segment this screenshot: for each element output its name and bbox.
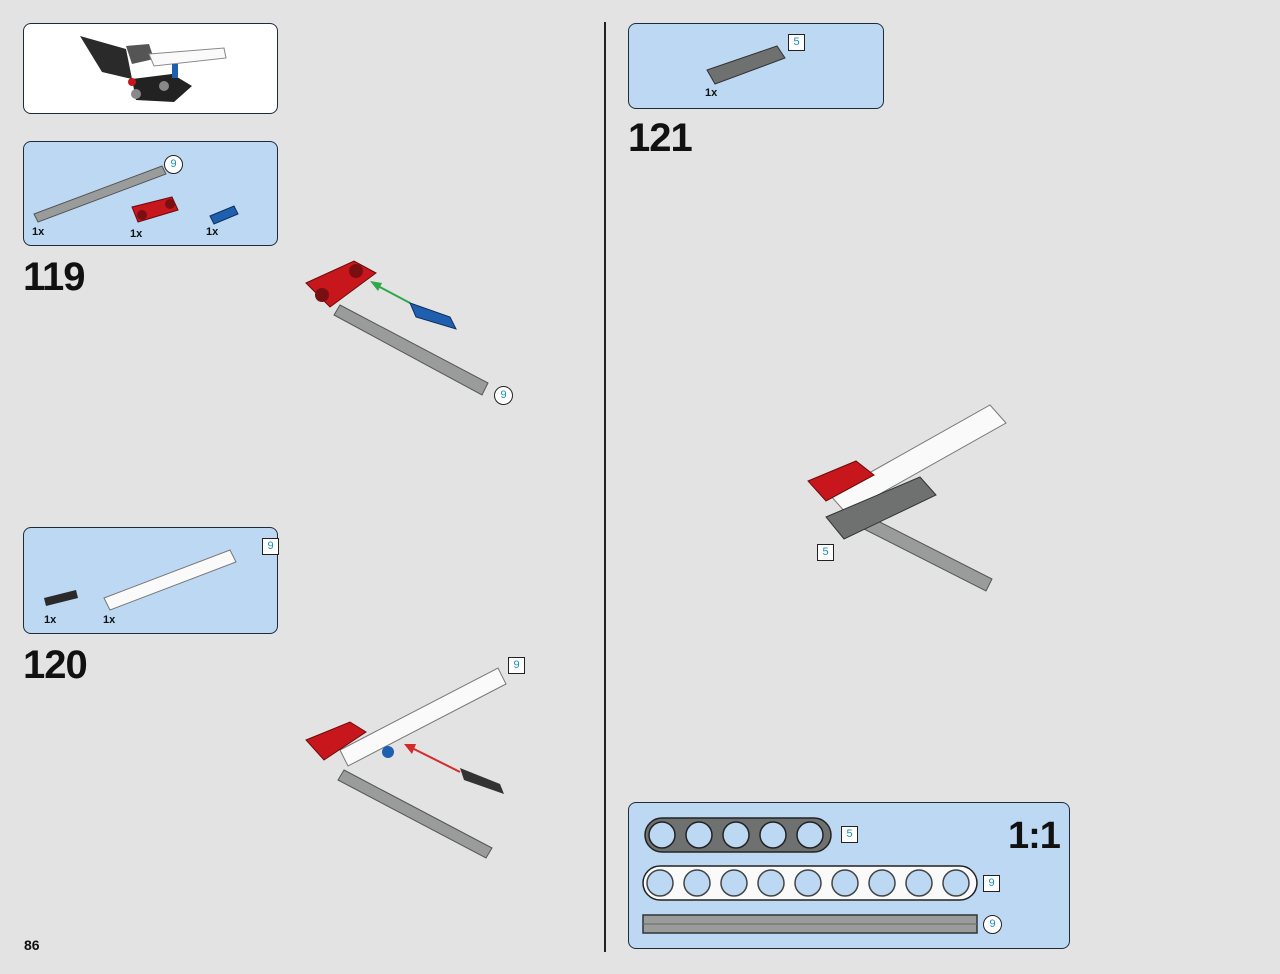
step-120-parts-box: 9 1x 1x — [23, 527, 279, 634]
grey-beam-icon — [706, 45, 786, 85]
step-121-number: 121 — [628, 116, 693, 160]
page-divider — [604, 22, 606, 952]
beam-5-length-label: 5 — [841, 826, 858, 843]
step-119-axle-callout: 9 — [494, 386, 513, 405]
step-121-build-illustration — [807, 404, 1007, 592]
step-121-parts-box: 5 1x — [628, 23, 884, 109]
step-119-number: 119 — [23, 255, 86, 299]
beam-9-scale-icon — [642, 865, 978, 901]
scale-guide-box: 5 9 9 — [628, 802, 1070, 949]
grey-axle-icon — [33, 165, 239, 225]
beam-5-scale-icon — [644, 817, 832, 853]
page-number: 86 — [24, 937, 40, 953]
beam-9-length-label: 9 — [983, 875, 1000, 892]
step-121-beam-callout: 5 — [817, 544, 834, 561]
step-120-build-illustration — [305, 667, 507, 859]
black-pin-quantity: 1x — [44, 614, 57, 626]
axle-quantity: 1x — [32, 226, 45, 238]
step-119-parts-box: 9 1x 1x 1x — [23, 141, 278, 246]
white-beam-length-callout: 9 — [262, 538, 279, 555]
step-120-beam-callout: 9 — [508, 657, 525, 674]
red-connector-quantity: 1x — [130, 228, 143, 240]
axle-9-length-label: 9 — [983, 915, 1002, 934]
scale-label: 1:1 — [1008, 815, 1061, 857]
white-beam-quantity: 1x — [103, 614, 116, 626]
submodel-wing-icon — [80, 36, 227, 102]
step-119-build-illustration — [305, 260, 489, 396]
grey-beam-length-callout: 5 — [788, 34, 805, 51]
step-120-number: 120 — [23, 643, 88, 687]
white-beam-icon — [44, 549, 237, 611]
axle-length-callout: 9 — [164, 155, 183, 174]
grey-beam-quantity: 1x — [705, 87, 718, 99]
blue-pin-quantity: 1x — [206, 226, 219, 238]
submodel-preview-box — [23, 23, 278, 114]
axle-9-scale-icon — [642, 914, 978, 934]
